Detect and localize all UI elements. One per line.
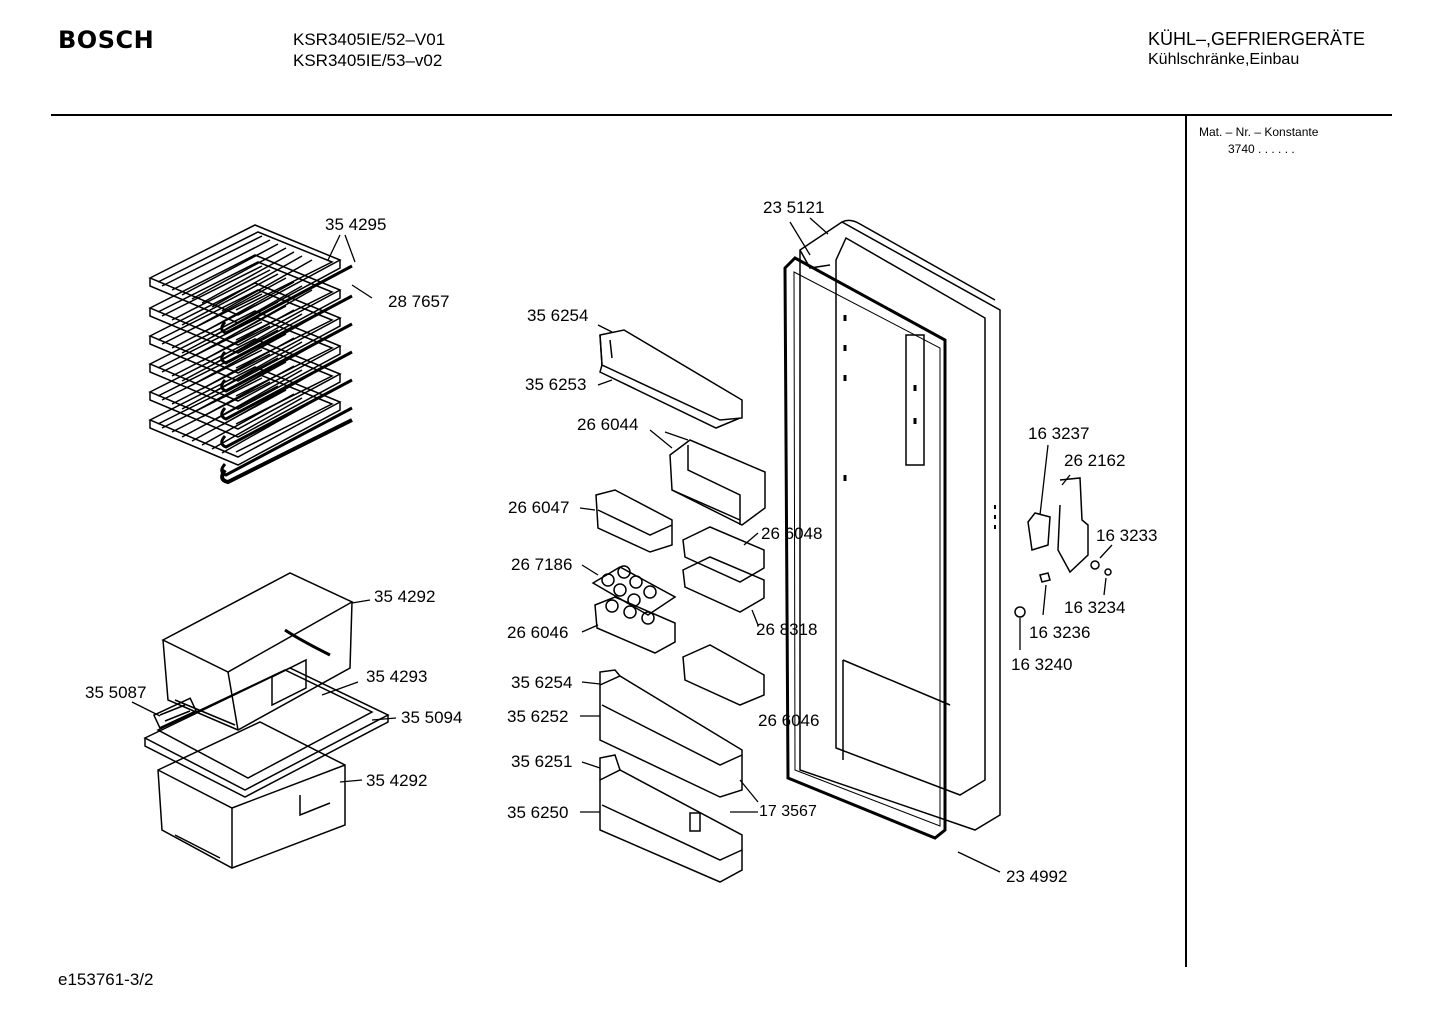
part-label: 26 6047 [508,498,569,517]
document-id: e153761-3/2 [58,970,154,989]
category-subtitle: Kühlschränke,Einbau [1148,51,1300,68]
door-bins-drawing [591,329,766,883]
part-label: 17 3567 [759,803,817,820]
part-label: 35 4292 [366,771,427,790]
model-number-2: KSR3405IE/53–v02 [293,51,443,70]
brand-logo: BOSCH [58,26,155,54]
side-divider [1185,115,1187,967]
category-title: KÜHL–,GEFRIERGERÄTE [1148,29,1366,49]
crisper-drawer-drawing [143,572,390,869]
part-label: 16 3237 [1028,424,1089,443]
part-label: 35 5094 [401,708,462,727]
part-label: 26 2162 [1064,451,1125,470]
part-label: 16 3236 [1029,623,1090,642]
part-label: 26 6046 [507,623,568,642]
part-label: 35 6253 [525,375,586,394]
part-label: 35 6254 [527,306,588,325]
part-label: 16 3234 [1064,598,1125,617]
part-label: 26 8318 [756,620,817,639]
part-label: 26 7186 [511,555,572,574]
part-label: 16 3240 [1011,655,1072,674]
leader-lines [131,217,1113,873]
part-label: 35 6250 [507,803,568,822]
part-label: 35 6251 [511,752,572,771]
part-label: 23 5121 [763,198,824,217]
door-drawing [783,219,1001,840]
material-number-value: 3740 . . . . . . [1228,142,1295,156]
part-label: 26 6044 [577,415,638,434]
part-label: 35 4295 [325,215,386,234]
wire-shelf-stack-drawing [148,224,354,485]
part-label: 35 5087 [85,683,146,702]
part-label: 28 7657 [388,292,449,311]
material-number-label: Mat. – Nr. – Konstante [1199,125,1319,139]
part-label: 35 6252 [507,707,568,726]
part-label: 35 4293 [366,667,427,686]
model-number-1: KSR3405IE/52–V01 [293,30,446,49]
part-label: 26 6046 [758,711,819,730]
hinge-assembly-drawing [1014,477,1112,618]
part-label: 35 6254 [511,673,572,692]
part-labels: 35 4295 28 7657 35 4292 35 4293 35 5087 … [85,198,1157,886]
part-label: 16 3233 [1096,526,1157,545]
part-label: 26 6048 [761,524,822,543]
part-label: 35 4292 [374,587,435,606]
part-label: 23 4992 [1006,867,1067,886]
header-divider [51,114,1392,116]
